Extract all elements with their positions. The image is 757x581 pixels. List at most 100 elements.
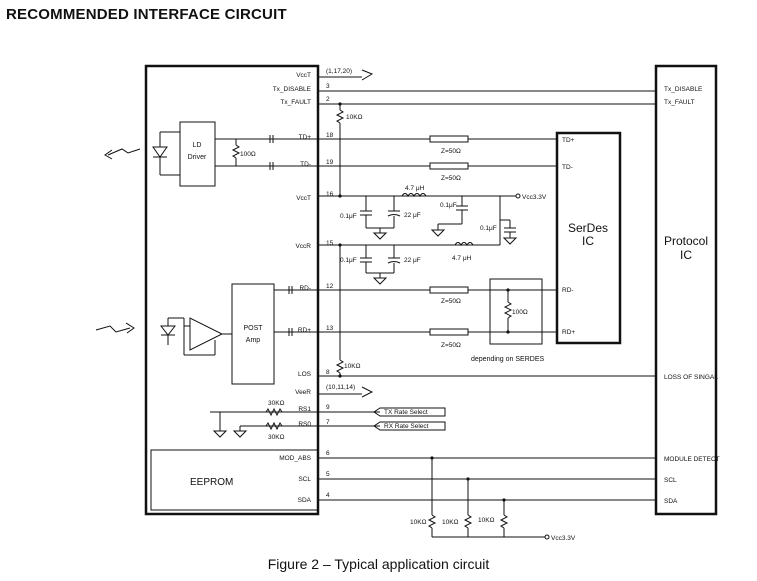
pin-num-mod-abs: 6 (326, 450, 330, 457)
pin-num-tx-fault: 2 (326, 96, 330, 103)
pin-num-rd-pos: 13 (326, 325, 334, 332)
resistor-100-term (503, 288, 513, 334)
label-c-tx-01: 0.1μF (340, 213, 357, 220)
pin-label-vcct-16: VccT (296, 195, 311, 202)
label-r-term: 100Ω (512, 309, 528, 316)
figure-caption: Figure 2 – Typical application circuit (267, 556, 490, 572)
tline-td-neg (429, 162, 469, 170)
post-amp-line1: POST (243, 325, 263, 332)
protocol-pin-tx-fault: Tx_FAULT (664, 99, 695, 106)
pin-label-td-pos: TD+ (299, 134, 312, 141)
serdes-pin-td-pos: TD+ (562, 137, 575, 144)
eeprom-label: EEPROM (190, 477, 233, 488)
caps-mid (430, 196, 518, 245)
label-tx-rate: TX Rate Select (384, 409, 428, 416)
label-c-mid-01b: 0.1μF (480, 225, 497, 232)
label-z-rd-pos: Z=50Ω (441, 342, 461, 349)
eeprom-box (150, 449, 319, 511)
label-r-10k-fault: 10KΩ (346, 114, 363, 121)
tline-rd-pos (429, 328, 469, 336)
tline-td-pos (429, 135, 469, 143)
laser-diode-icon (152, 131, 180, 176)
pin-num-tx-disable: 3 (326, 83, 330, 90)
serdes-box (555, 131, 622, 345)
page-heading: RECOMMENDED INTERFACE CIRCUIT (6, 6, 287, 23)
td-caps (269, 135, 274, 170)
label-z-td-neg: Z=50Ω (441, 175, 461, 182)
label-rx-rate: RX Rate Select (384, 423, 429, 430)
label-r-30k-b: 30KΩ (268, 434, 285, 441)
serdes-pin-rd-pos: RD+ (562, 329, 575, 336)
pin-num-rs0: 7 (326, 419, 330, 426)
pin-num-los: 8 (326, 369, 330, 376)
post-amp-box (231, 283, 275, 385)
label-r-pull-3: 10KΩ (478, 517, 495, 524)
caps-rx (360, 245, 401, 285)
resistor-10k-los (335, 245, 345, 378)
serdes-title-line1: SerDes (568, 221, 608, 235)
light-in-arrow-icon (95, 322, 135, 334)
inductor-tx (401, 193, 427, 197)
pin-label-rs1: RS1 (298, 406, 311, 413)
rs-pulldowns (210, 407, 318, 438)
serdes-pin-td-neg: TD- (562, 164, 573, 171)
veer-flag (318, 386, 374, 398)
pin-label-rd-pos: RD+ (298, 327, 311, 334)
label-c-rx-22: 22 μF (404, 257, 421, 264)
pin-label-vccr: VccR (295, 243, 311, 250)
pin-num-rd-neg: 12 (326, 283, 334, 290)
label-r-100-ld: 100Ω (240, 151, 256, 158)
label-z-td-pos: Z=50Ω (441, 148, 461, 155)
protocol-title-line1: Protocol (664, 234, 708, 248)
pin-label-tx-disable: Tx_DISABLE (273, 86, 312, 93)
label-vcc-tx: Vcc3.3V (522, 194, 547, 201)
pin-num-td-pos: 18 (326, 132, 334, 139)
protocol-pin-los: LOSS OF SINGAL (664, 374, 718, 381)
ld-driver-box (179, 121, 216, 187)
label-r-10k-los: 10KΩ (344, 363, 361, 370)
label-z-rd-neg: Z=50Ω (441, 298, 461, 305)
pin-num-scl: 5 (326, 471, 330, 478)
serdes-pin-rd-neg: RD- (562, 287, 574, 294)
pin-label-veer: VeeR (295, 389, 311, 396)
protocol-pin-module-detect: MODULE DETECT (664, 456, 720, 463)
inductor-rx (454, 242, 474, 246)
light-out-arrow-icon (104, 148, 141, 160)
label-r-pull-2: 10KΩ (442, 519, 459, 526)
label-c-mid-01a: 0.1μF (440, 202, 457, 209)
pin-num-vcct-16: 16 (326, 191, 334, 198)
vcct-flag (317, 66, 374, 81)
label-c-tx-22: 22 μF (404, 212, 421, 219)
protocol-pin-tx-disable: Tx_DISABLE (664, 86, 703, 93)
pin-label-los: LOS (298, 371, 312, 378)
protocol-box (654, 64, 718, 516)
resistor-100-ld (231, 139, 241, 166)
pin-label-sda: SDA (298, 497, 312, 504)
caps-tx (360, 196, 401, 240)
protocol-title-line2: IC (680, 248, 692, 262)
tia-amplifier-icon (183, 317, 232, 356)
termination-box (489, 278, 543, 345)
pin-label-rd-neg: RD- (299, 285, 311, 292)
ld-driver-line2: Driver (188, 154, 207, 161)
pin-num-sda: 4 (326, 492, 330, 499)
protocol-pin-scl: SCL (664, 477, 677, 484)
label-serdes-note: depending on SERDES (471, 356, 544, 363)
pin-label-td-neg: TD- (300, 161, 311, 168)
pin-label-rs0: RS0 (298, 421, 311, 428)
label-l-tx: 4.7 μH (405, 185, 425, 192)
protocol-pin-sda: SDA (664, 498, 678, 505)
pin-label-vcct: VccT (296, 72, 311, 79)
pin-num-td-neg: 19 (326, 159, 334, 166)
pin-label-mod-abs: MOD_ABS (279, 455, 311, 462)
label-r-30k-a: 30KΩ (268, 400, 285, 407)
i2c-pullups (427, 456, 550, 540)
pin-num-vcct: (1,17,20) (326, 68, 352, 75)
pin-label-scl: SCL (298, 476, 311, 483)
label-r-pull-1: 10KΩ (410, 519, 427, 526)
ld-driver-line1: LD (193, 142, 202, 149)
photodiode-icon (159, 317, 184, 345)
rx-rate-flag (373, 421, 446, 431)
label-l-rx: 4.7 μH (452, 255, 472, 262)
serdes-title-line2: IC (582, 234, 594, 248)
